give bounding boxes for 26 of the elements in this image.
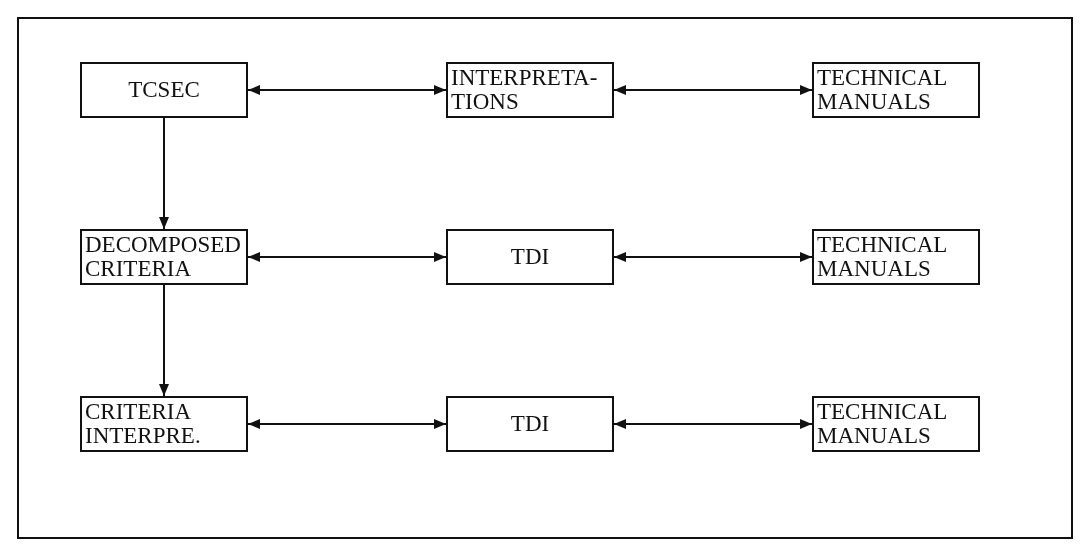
box-label: TECHNICAL MANUALS — [816, 400, 948, 448]
process-box — [80, 62, 248, 118]
box-label: TECHNICAL MANUALS — [816, 233, 948, 281]
box-label: TDI — [509, 412, 551, 436]
process-box — [446, 396, 614, 452]
arrow — [613, 252, 813, 262]
box-label: TDI — [509, 245, 551, 269]
process-box — [812, 229, 980, 285]
process-box — [80, 396, 248, 452]
box-label: DECOMPOSED CRITERIA — [84, 233, 242, 281]
box-label: TCSEC — [127, 78, 201, 102]
process-box — [812, 396, 980, 452]
process-box — [446, 229, 614, 285]
arrow — [613, 85, 813, 95]
box-label: TECHNICAL MANUALS — [816, 66, 948, 114]
process-box — [812, 62, 980, 118]
box-label: CRITERIA INTERPRE. — [84, 400, 202, 448]
process-box — [446, 62, 614, 118]
arrow — [247, 85, 447, 95]
arrow — [613, 419, 813, 429]
box-label: INTERPRETA- TIONS — [450, 66, 599, 114]
arrow — [159, 284, 169, 397]
arrow — [247, 419, 447, 429]
arrow — [159, 117, 169, 230]
arrow — [247, 252, 447, 262]
process-box — [80, 229, 248, 285]
